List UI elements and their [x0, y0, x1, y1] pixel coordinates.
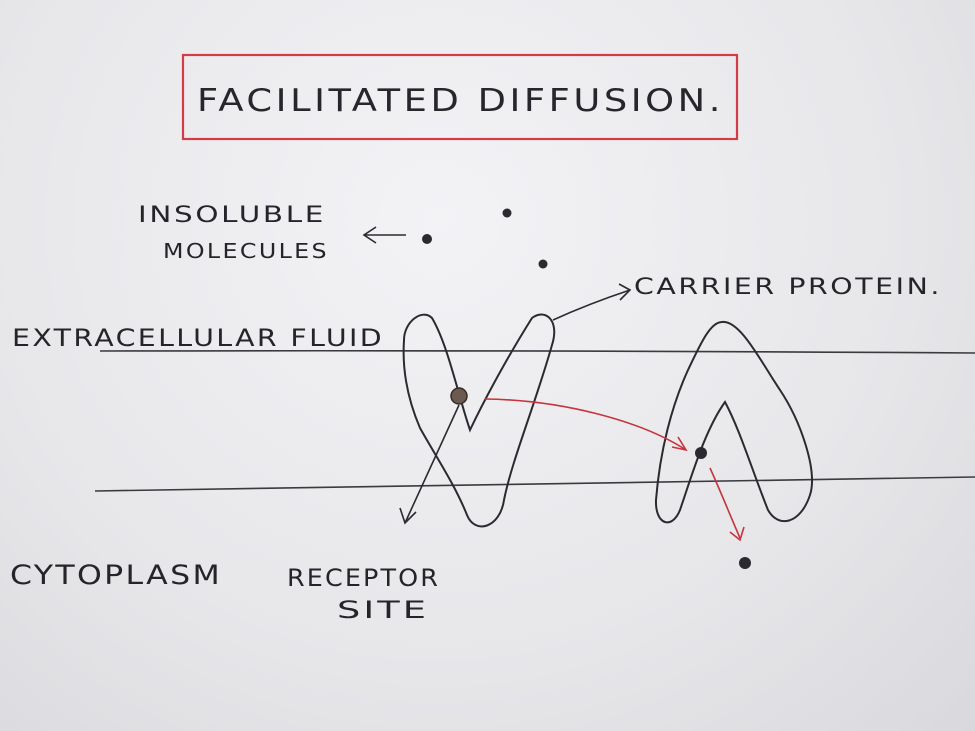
bound-molecule-dot: [450, 387, 468, 405]
carrier-protein-open-inside: [654, 320, 813, 524]
molecule-dot: [422, 234, 432, 244]
receptor-site-label-line2: SITE: [337, 596, 429, 624]
left-arrow-icon: [362, 226, 406, 244]
carrier-protein-label: CARRIER PROTEIN.: [634, 275, 942, 300]
insoluble-molecules-label-line1: INSOLUBLE: [138, 203, 326, 228]
red-transport-arrow-icon: [484, 398, 688, 452]
carrier-protein-open-outside: [402, 313, 556, 528]
extracellular-fluid-label: EXTRACELLULAR FLUID: [12, 324, 384, 352]
released-molecule-dot: [739, 557, 751, 569]
cytoplasm-label: CYTOPLASM: [10, 560, 222, 591]
red-release-arrow-icon: [709, 467, 745, 542]
insoluble-molecules-label-line2: MOLECULES: [163, 239, 329, 263]
membrane-inner-line: [94, 476, 975, 492]
membrane-outer-line: [99, 349, 975, 354]
carrier-protein-arrow-icon: [552, 283, 632, 321]
receptor-site-arrow-icon: [399, 404, 460, 525]
molecule-dot: [502, 208, 512, 218]
receptor-site-label-line1: RECEPTOR: [287, 564, 440, 592]
transit-molecule-dot: [695, 447, 707, 459]
page-title: FACILITATED DIFFUSION.: [197, 83, 724, 119]
molecule-dot: [538, 259, 548, 269]
title-box: [181, 53, 739, 141]
